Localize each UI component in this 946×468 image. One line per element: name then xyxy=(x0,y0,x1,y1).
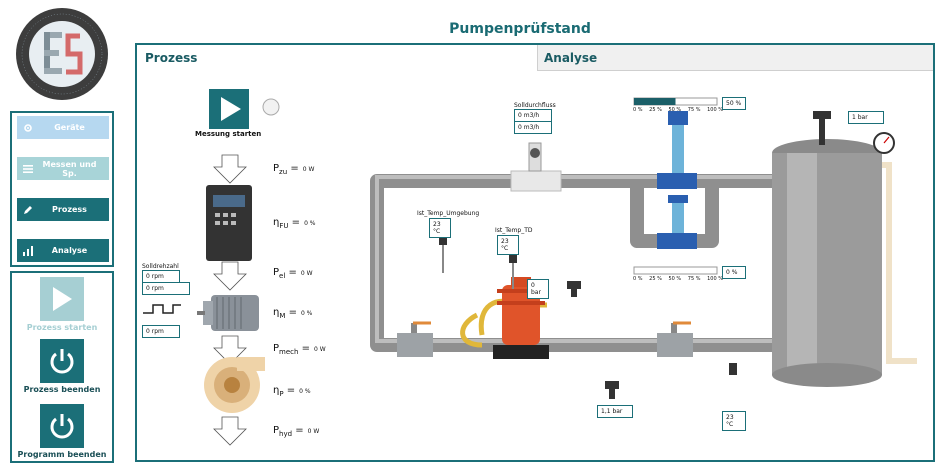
process-stop-button[interactable]: Prozess beenden xyxy=(12,339,112,394)
arrow-down-icon xyxy=(213,335,247,365)
flow-label: Solldurchfluss xyxy=(514,102,556,109)
tank-icon xyxy=(772,139,882,387)
tab-analyse[interactable]: Analyse xyxy=(537,45,933,71)
arrow-down-icon xyxy=(213,154,247,184)
program-exit-label: Programm beenden xyxy=(17,450,107,459)
process-start-label: Prozess starten xyxy=(26,323,98,332)
program-exit-button[interactable]: Programm beenden xyxy=(12,404,112,459)
menu-messen-label: Messen und Sp. xyxy=(42,159,97,178)
valve-top-slider-fill xyxy=(634,98,676,105)
measure-start-label: Messung starten xyxy=(195,130,262,138)
p-mech-readout: Pmech =0 W xyxy=(273,343,326,356)
signal-icon xyxy=(143,304,181,314)
temp-env-value: 23 °C xyxy=(429,218,451,238)
arrow-down-icon xyxy=(213,261,247,291)
eta-fu-readout: ηFU =0 % xyxy=(273,217,316,230)
valve-top-value[interactable]: 50 % xyxy=(722,97,746,110)
valve-top-scale: 0 %25 %50 %75 %100 % xyxy=(633,107,723,113)
status-led xyxy=(262,98,280,116)
flow-actual-field: 0 m3/h xyxy=(514,121,552,134)
motor-icon xyxy=(197,295,259,331)
temp-env-label: Ist_Temp_Umgebung xyxy=(417,210,480,217)
eta-p-readout: ηP =0 % xyxy=(273,385,311,398)
menu-prozess-label: Prozess xyxy=(52,205,87,214)
page-title: Pumpenprüfstand xyxy=(449,21,591,37)
menu-analyse-button[interactable]: Analyse xyxy=(17,239,109,262)
speed-label: Solldrehzahl xyxy=(142,263,179,270)
process-stop-label: Prozess beenden xyxy=(23,385,101,394)
p-el-readout: Pel =0 W xyxy=(273,267,313,280)
valve-bottom-value[interactable]: 0 % xyxy=(722,266,746,279)
valve-bottom-icon xyxy=(657,195,697,249)
eta-fu-value: 0 % xyxy=(304,220,316,227)
process-actions: Prozess starten Prozess beenden Programm… xyxy=(10,271,114,463)
menu-geraete-label: Geräte xyxy=(54,123,85,132)
menu-geraete-button[interactable]: Geräte xyxy=(17,116,109,139)
eta-m-value: 0 % xyxy=(300,310,313,317)
pencil-icon xyxy=(24,205,32,214)
p-hyd-value: 0 W xyxy=(307,428,320,435)
bottom-temp-value: 23 °C xyxy=(722,411,746,431)
eta-p-value: 0 % xyxy=(299,388,311,395)
tab-prozess[interactable]: Prozess xyxy=(137,45,537,71)
p-zu-value: 0 W xyxy=(302,166,315,173)
tank-pressure-value: 1 bar xyxy=(848,111,884,124)
process-start-button[interactable]: Prozess starten xyxy=(12,277,112,332)
play-icon xyxy=(53,287,72,311)
main-panel: Prozess Analyse xyxy=(135,43,935,462)
nav-menu: Geräte Messen und Sp. Prozess Analyse xyxy=(10,111,114,267)
p-hyd-readout: Phyd =0 W xyxy=(273,425,320,438)
menu-messen-button[interactable]: Messen und Sp. xyxy=(17,157,109,180)
power-icon xyxy=(50,349,74,374)
bottom-pressure-value: 1,1 bar xyxy=(597,405,633,418)
speed-input[interactable]: 0 rpm xyxy=(142,282,190,295)
power-icon xyxy=(50,414,74,439)
p-el-value: 0 W xyxy=(300,270,313,277)
p-mech-value: 0 W xyxy=(314,346,326,353)
temp-td-label: Ist_Temp_TD xyxy=(495,227,533,234)
menu-prozess-button[interactable]: Prozess xyxy=(17,198,109,221)
temp-td-value: 23 °C xyxy=(497,235,519,255)
valve-bottom-scale: 0 %25 %50 %75 %100 % xyxy=(633,276,723,282)
pump-pressure-value: 0 bar xyxy=(527,279,549,299)
list-icon xyxy=(23,164,33,173)
gear-icon xyxy=(24,123,32,132)
arrow-down-icon xyxy=(213,416,247,446)
speed-actual-field: 0 rpm xyxy=(142,325,180,338)
pump-housing-icon xyxy=(204,357,265,413)
eta-m-readout: ηM =0 % xyxy=(273,307,313,320)
valve-bottom-slider[interactable] xyxy=(633,266,718,275)
pump-icon xyxy=(460,277,549,359)
process-diagram xyxy=(143,89,917,446)
valve-top-icon xyxy=(657,111,697,189)
p-zu-readout: Pzu =0 W xyxy=(273,163,315,176)
logo xyxy=(14,6,110,102)
bar-chart-icon xyxy=(23,245,33,256)
play-icon xyxy=(221,97,241,121)
menu-analyse-label: Analyse xyxy=(51,246,88,255)
